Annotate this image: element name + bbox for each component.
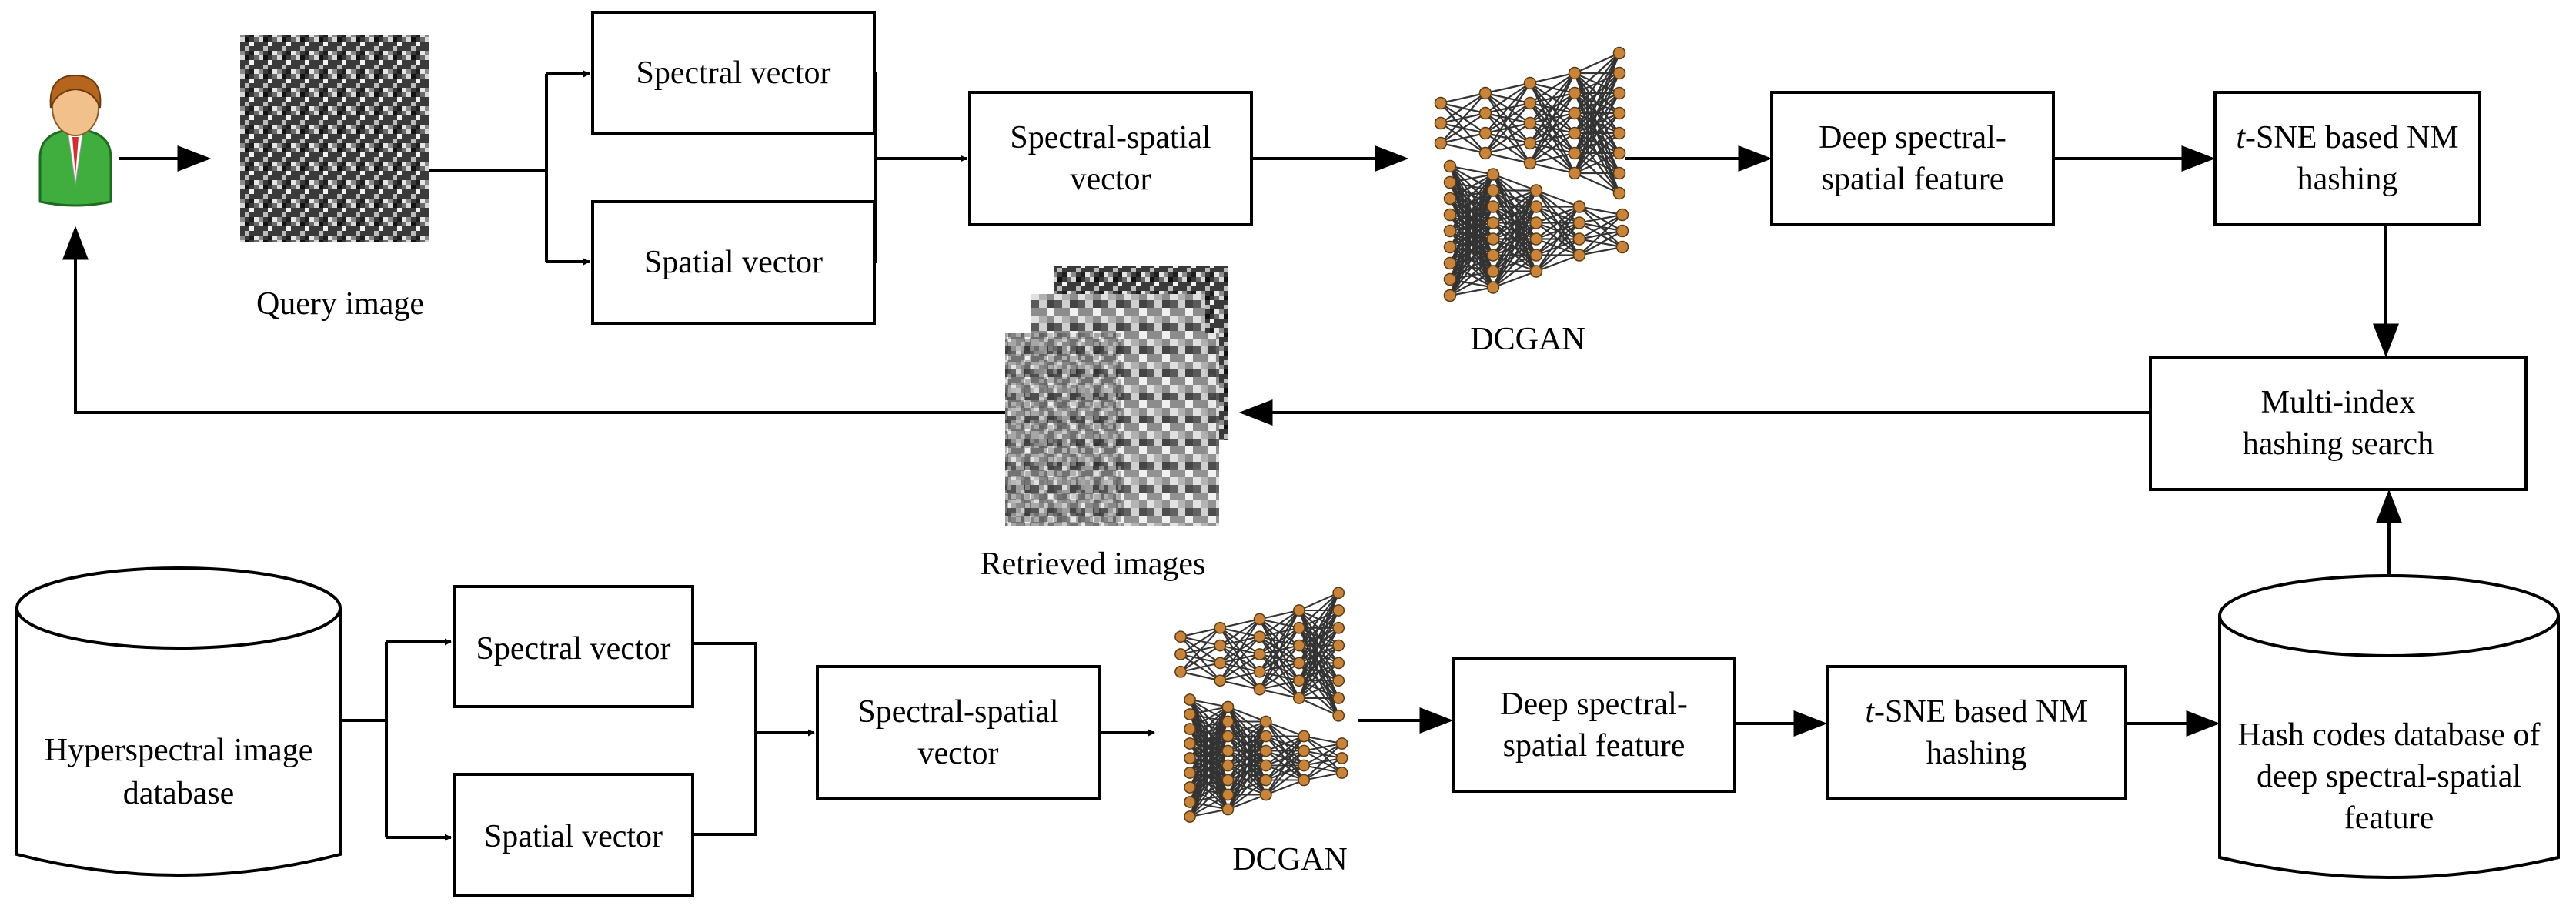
query-spatial-vector-label: Spatial vector [644, 245, 823, 280]
query-deep-feature-box [1770, 91, 2055, 226]
hash-db-line2: deep spectral-spatial [2257, 759, 2521, 794]
db-spectral-vector-box [453, 585, 694, 708]
query-tsne-line1: t-SNE based NM [2236, 120, 2458, 155]
dcgan-bottom-label: DCGAN [1232, 842, 1347, 877]
query-spectral-vector-label: Spectral vector [636, 55, 830, 91]
hash-db-line3: feature [2344, 800, 2434, 836]
dcgan-top-label: DCGAN [1470, 322, 1585, 357]
query-deep-line2: spatial feature [1822, 162, 2004, 197]
query-spatial-vector-box [591, 200, 876, 325]
db-spatial-vector-box [453, 773, 694, 897]
hash-db-line1: Hash codes database of [2237, 717, 2540, 753]
db-spectral-spatial-box [816, 665, 1101, 800]
db-deep-line1: Deep spectral- [1500, 687, 1688, 722]
hyperspectral-db-line2: database [123, 776, 235, 811]
query-spectral-spatial-box [968, 91, 1253, 226]
retrieved-images-stack [1005, 266, 1228, 526]
db-spatial-vector-label: Spatial vector [484, 819, 663, 854]
query-deep-line1: Deep spectral- [1819, 120, 2006, 155]
query-ss-line2: vector [1071, 162, 1151, 197]
connectors [62, 70, 2402, 841]
query-spectral-vector-box [591, 11, 876, 135]
query-tsne-line2: hashing [2297, 162, 2398, 197]
query-image-label: Query image [256, 286, 424, 322]
user-icon [38, 74, 112, 207]
retrieved-images-label: Retrieved images [981, 546, 1206, 582]
hyperspectral-db-cylinder [15, 566, 342, 877]
db-tsne-box [1826, 665, 2127, 800]
multi-index-line2: hashing search [2243, 426, 2434, 462]
query-image-thumbnail [240, 35, 429, 242]
db-ss-line1: Spectral-spatial [857, 694, 1058, 730]
db-tsne-line1: t-SNE based NM [1865, 694, 2087, 730]
dcgan-network-icon-top [1434, 46, 1629, 302]
db-deep-line2: spatial feature [1503, 728, 1686, 764]
line-merge-top [874, 72, 877, 263]
db-deep-feature-box [1452, 657, 1736, 793]
multi-index-search-box [2149, 356, 2528, 491]
hyperspectral-db-line1: Hyperspectral image [45, 733, 313, 768]
arrow-retrieved-to-user [62, 226, 1005, 414]
query-tsne-box [2213, 91, 2481, 226]
dcgan-network-icon-bottom [1174, 587, 1348, 823]
db-tsne-line2: hashing [1926, 736, 2027, 771]
multi-index-line1: Multi-index [2261, 385, 2416, 420]
db-spectral-vector-label: Spectral vector [476, 631, 670, 667]
hash-codes-db-cylinder [2218, 574, 2560, 879]
query-ss-line1: Spectral-spatial [1010, 120, 1211, 155]
line-merge-bottom [693, 642, 757, 836]
db-ss-line2: vector [918, 736, 999, 771]
